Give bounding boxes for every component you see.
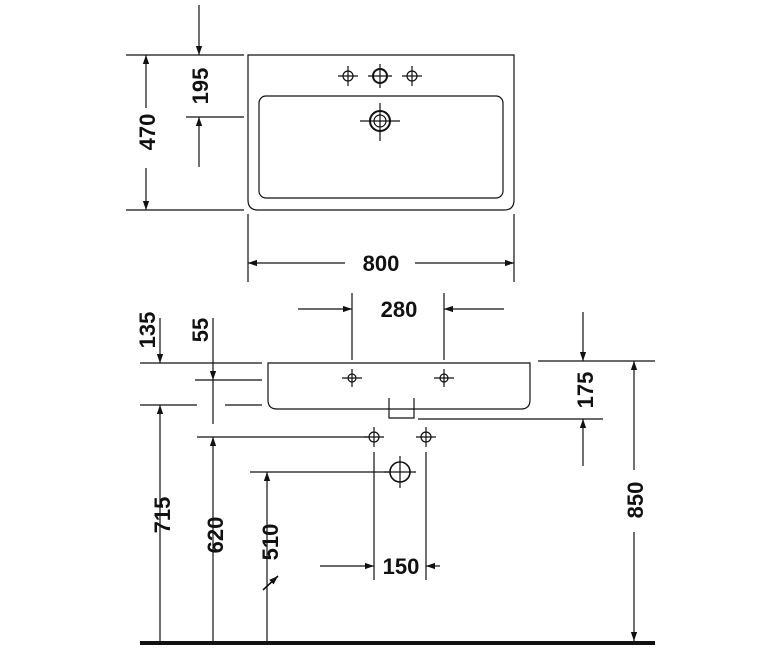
drain-icon — [360, 103, 400, 141]
dim-rim-55: 55 — [188, 318, 213, 342]
tap-hole-center-icon — [368, 64, 392, 88]
dim-supply-620: 620 — [203, 517, 228, 554]
dim-rim-135: 135 — [135, 312, 160, 349]
dim-lines-front — [140, 293, 655, 641]
dim-tap-spacing-280: 280 — [381, 297, 418, 322]
supply-valve-right-icon — [416, 427, 436, 447]
dim-tap-offset-195: 195 — [188, 68, 213, 105]
tap-hole-right-icon — [402, 66, 422, 86]
dim-lines-top — [126, 5, 515, 282]
dim-drain-510: 510 — [258, 524, 283, 561]
top-view-basin — [247, 54, 515, 211]
dim-underside-715: 715 — [150, 497, 175, 534]
tap-mark-right-icon — [434, 369, 454, 387]
dim-rim-height-850: 850 — [623, 482, 648, 519]
tap-hole-left-icon — [338, 66, 358, 86]
basin-bowl-top — [258, 95, 504, 199]
basin-outline-top — [247, 54, 515, 211]
basin-outline-front — [267, 362, 531, 410]
drain-outlet — [388, 398, 415, 419]
dim-supply-150: 150 — [383, 554, 420, 579]
tap-mark-left-icon — [342, 369, 362, 387]
dim-width-800: 800 — [363, 251, 400, 276]
pointer-arrow-icon — [262, 575, 279, 591]
dim-basin-175: 175 — [573, 372, 598, 409]
front-view-basin — [267, 362, 531, 488]
dim-depth-470: 470 — [135, 114, 160, 151]
